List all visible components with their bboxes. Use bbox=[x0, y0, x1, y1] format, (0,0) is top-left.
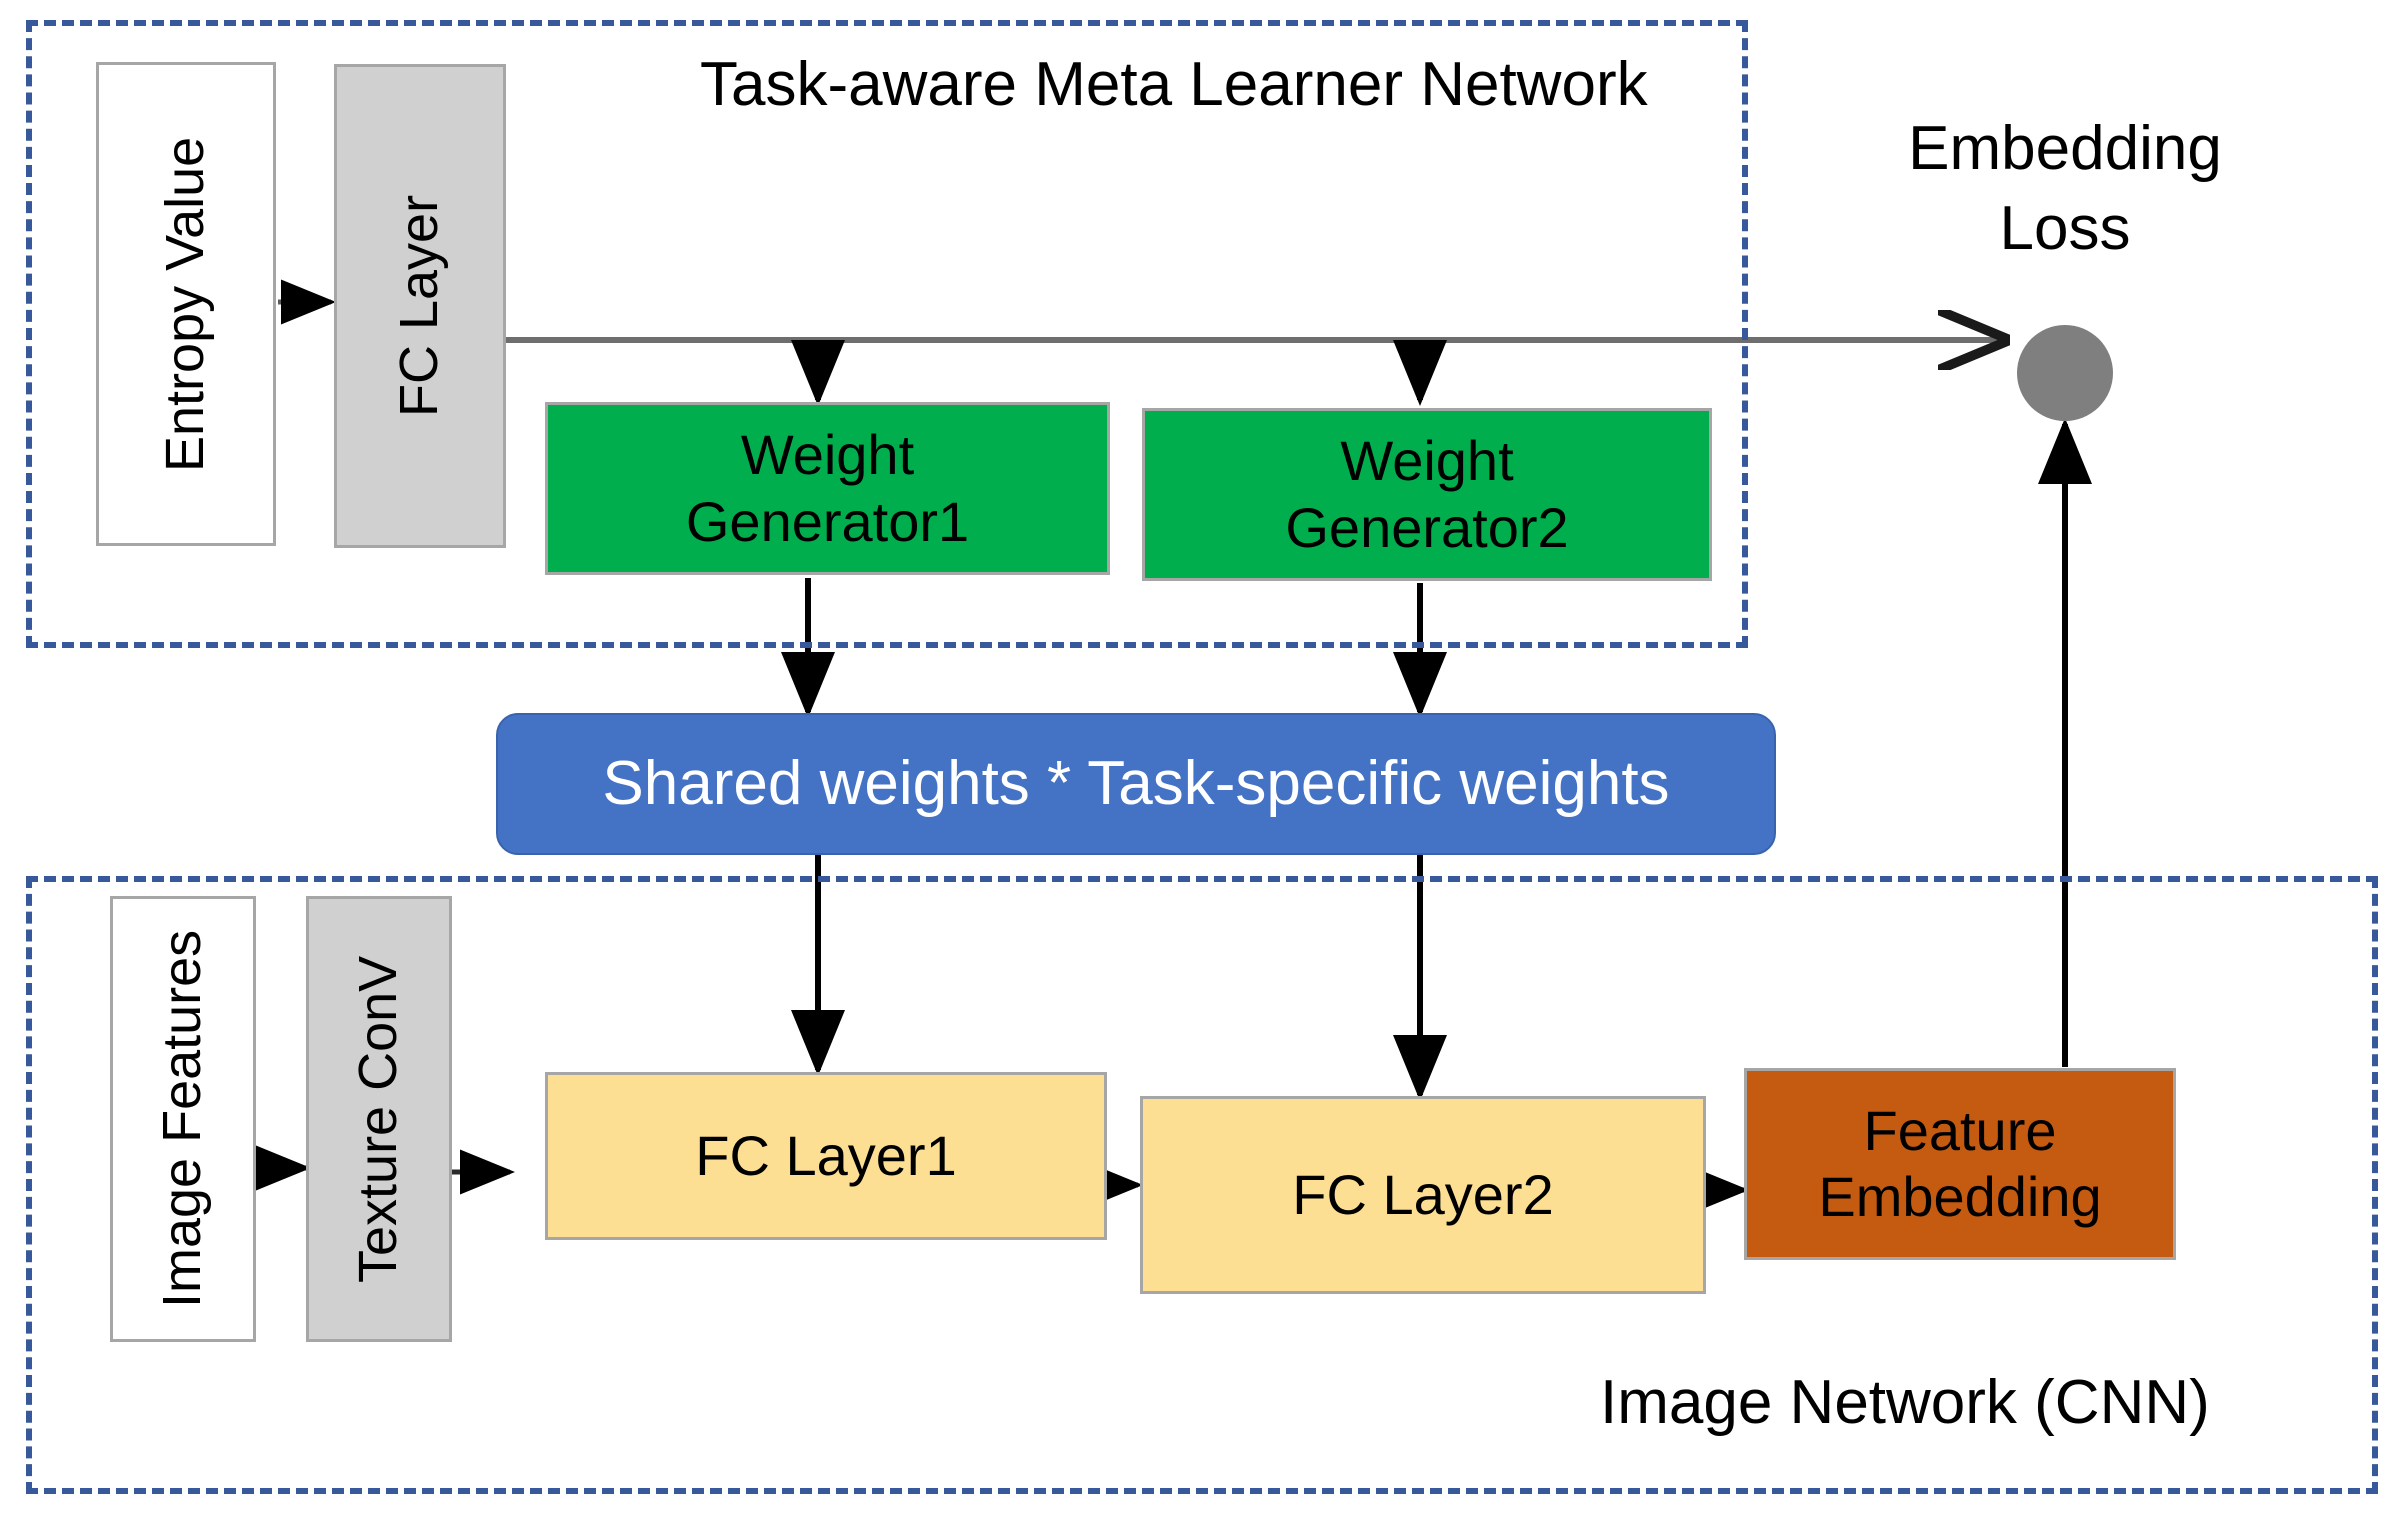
weight-generator-2-block[interactable]: Weight Generator2 bbox=[1142, 408, 1712, 581]
embedding-loss-label-line1: Embedding bbox=[1908, 114, 2222, 183]
group-meta-learner-label: Task-aware Meta Learner Network bbox=[700, 50, 1648, 119]
fc-layer-1-label: FC Layer1 bbox=[695, 1123, 957, 1187]
embedding-loss-label-line2: Loss bbox=[1999, 194, 2131, 263]
embedding-loss-node[interactable] bbox=[2017, 325, 2113, 421]
fc-layer-1-block[interactable]: FC Layer1 bbox=[545, 1072, 1107, 1240]
weight-generator-1-block[interactable]: Weight Generator1 bbox=[545, 402, 1110, 575]
texture-conv-block[interactable]: Texture ConV bbox=[306, 896, 452, 1342]
shared-weights-block[interactable]: Shared weights * Task-specific weights bbox=[496, 713, 1776, 855]
feature-embedding-block[interactable]: Feature Embedding bbox=[1744, 1068, 2176, 1260]
image-features-block[interactable]: Image Features bbox=[110, 896, 256, 1342]
meta-fc-layer-block[interactable]: FC Layer bbox=[334, 64, 506, 548]
entropy-value-block[interactable]: Entropy Value bbox=[96, 62, 276, 546]
texture-conv-label: Texture ConV bbox=[348, 955, 409, 1283]
entropy-value-label: Entropy Value bbox=[155, 136, 216, 472]
weight-generator-2-label: Weight Generator2 bbox=[1285, 429, 1569, 559]
meta-fc-layer-label: FC Layer bbox=[389, 194, 450, 418]
image-features-label: Image Features bbox=[152, 929, 213, 1309]
feature-embedding-label: Feature Embedding bbox=[1818, 1098, 2102, 1228]
group-image-network-label: Image Network (CNN) bbox=[1600, 1368, 2210, 1437]
group-image-network bbox=[26, 876, 2378, 1494]
fc-layer-2-label: FC Layer2 bbox=[1292, 1162, 1554, 1226]
shared-weights-label: Shared weights * Task-specific weights bbox=[602, 749, 1670, 819]
weight-generator-1-label: Weight Generator1 bbox=[685, 423, 970, 553]
fc-layer-2-block[interactable]: FC Layer2 bbox=[1140, 1096, 1706, 1294]
group-meta-learner-network bbox=[26, 20, 1748, 648]
